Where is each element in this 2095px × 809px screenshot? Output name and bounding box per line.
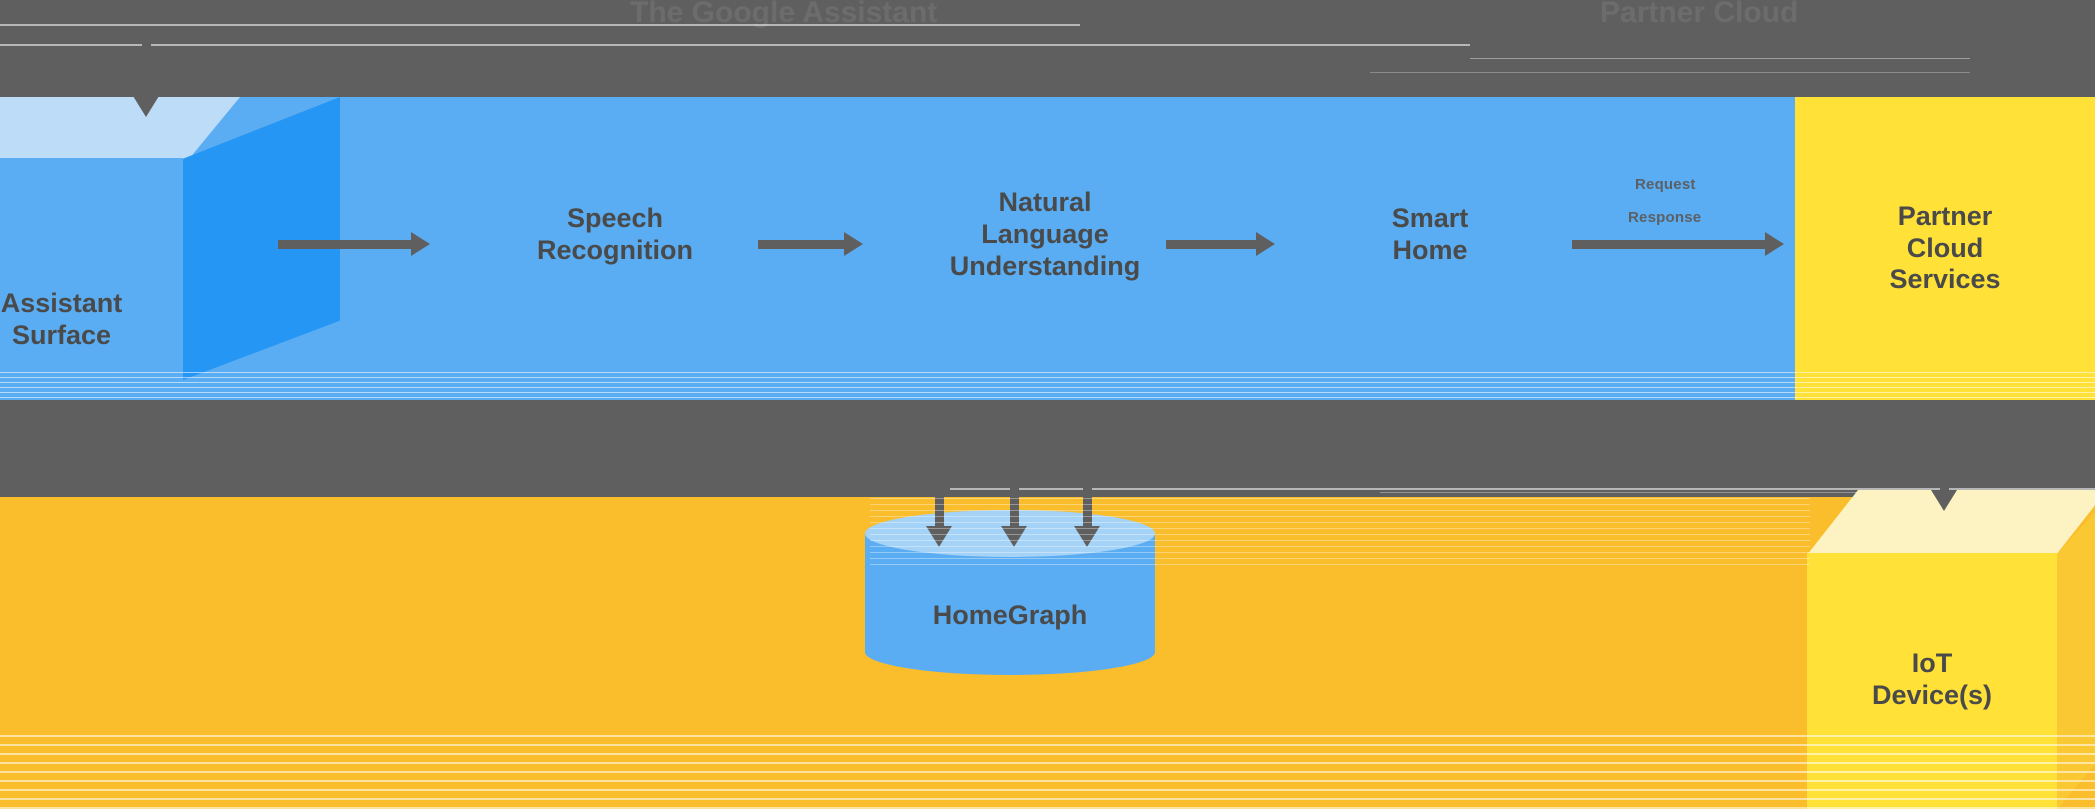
nlu-line2: Language: [981, 219, 1109, 250]
cube-face-top: [0, 97, 240, 159]
node-natural-language-understanding[interactable]: Natural Language Understanding: [855, 175, 1235, 295]
assistant-surface-line2: Surface: [11, 320, 112, 350]
arrow-assistant-to-speech: [278, 232, 430, 256]
divider-top-1: [0, 24, 1080, 26]
divider-top-4: [1370, 72, 1970, 73]
divider-top-2: [0, 44, 1470, 46]
arrow-smarthome-to-homegraph-1: [926, 468, 952, 547]
node-smart-home[interactable]: Smart Home: [1280, 195, 1580, 275]
arrow-nlu-to-smarthome: [1166, 232, 1275, 256]
divider-top-3: [1470, 58, 1970, 59]
node-partner-cloud-services-label: Partner Cloud Services: [1889, 201, 2000, 297]
speech-line2: Recognition: [537, 235, 693, 265]
arrow-smarthome-to-homegraph-3: [1074, 468, 1100, 547]
node-assistant-surface[interactable]: Assistant Surface: [0, 90, 400, 395]
node-iot-devices-label: IoT Device(s): [1807, 635, 2057, 725]
arrow-smarthome-to-homegraph-2: [1001, 468, 1027, 547]
node-partner-cloud-services[interactable]: Partner Cloud Services: [1795, 97, 2095, 400]
arrow-smarthome-to-partner: [1572, 232, 1784, 256]
partner-line1: Partner: [1897, 200, 1993, 231]
heading-partner-cloud: Partner Cloud: [1600, 0, 1799, 29]
node-homegraph-label: HomeGraph: [932, 600, 1088, 630]
partner-line3: Services: [1889, 264, 2001, 295]
band-gray-mid: [0, 400, 2095, 497]
iot-line1: IoT: [1911, 648, 1953, 679]
partner-line2: Cloud: [1906, 232, 1984, 263]
speech-line1: Speech: [566, 203, 664, 234]
cube-face-side: [183, 97, 340, 380]
cube-face-front: [0, 158, 183, 380]
divider-mid-2: [1380, 492, 2095, 493]
iot-line2: Device(s): [1871, 680, 1993, 710]
nlu-line1: Natural: [998, 187, 1092, 218]
edge-caption-request: Request: [1635, 176, 1696, 193]
divider-mid-1: [950, 488, 2095, 490]
arrow-into-assistant-surface: [133, 36, 159, 117]
smart-home-line2: Home: [1392, 235, 1468, 265]
edge-caption-response: Response: [1628, 209, 1702, 226]
node-speech-recognition[interactable]: Speech Recognition: [455, 195, 775, 275]
nlu-line3: Understanding: [949, 250, 1141, 281]
arrow-partner-to-iot: [1931, 430, 1957, 511]
node-assistant-surface-label: Assistant Surface: [0, 280, 183, 360]
band-gray-top: [0, 0, 2095, 97]
assistant-surface-line1: Assistant: [0, 288, 123, 319]
arrow-speech-to-nlu: [758, 232, 863, 256]
node-iot-devices[interactable]: IoT Device(s): [1795, 480, 2095, 809]
smart-home-line1: Smart: [1391, 203, 1469, 234]
